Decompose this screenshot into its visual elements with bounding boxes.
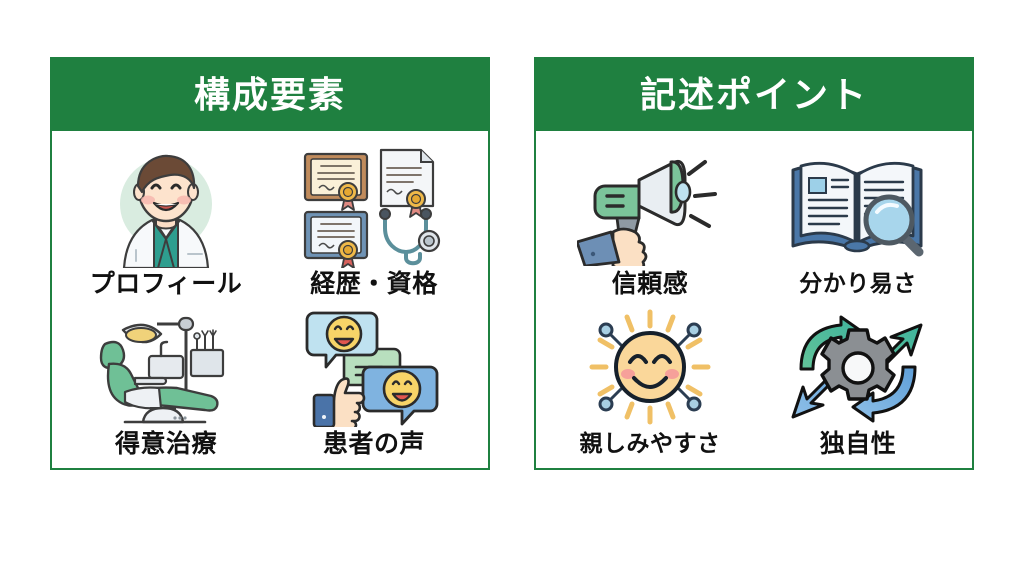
speech-bubbles-thumbsup-icon [299, 305, 449, 429]
item-label: 独自性 [819, 429, 897, 458]
panel-header-writing-points: 記述ポイント [536, 59, 972, 133]
panel-title: 構成要素 [193, 74, 346, 115]
item-label: 信頼感 [611, 270, 689, 298]
certificates-stethoscope-icon [299, 145, 449, 269]
panel-writing-points: 記述ポイント [534, 57, 974, 470]
item-label: 親しみやすさ [579, 429, 721, 456]
doctor-profile-icon [91, 145, 241, 269]
item-clarity[interactable]: 分かり易さ [754, 139, 962, 299]
open-book-magnifier-icon [783, 145, 933, 269]
item-profile[interactable]: プロフィール [62, 139, 270, 299]
panel-body-writing-points: 信頼感 [536, 133, 972, 468]
item-trust[interactable]: 信頼感 [546, 139, 754, 299]
item-friendliness[interactable]: 親しみやすさ [546, 299, 754, 459]
item-label: 得意治療 [114, 429, 217, 458]
panel-header-composition-elements: 構成要素 [52, 59, 488, 133]
dental-chair-icon [91, 305, 241, 429]
item-label: 患者の声 [322, 429, 425, 458]
smiling-sun-icon [575, 305, 725, 429]
item-label: 経歴・資格 [310, 270, 438, 298]
item-specialty-treatment[interactable]: 得意治療 [62, 299, 270, 459]
item-label: 分かり易さ [799, 270, 917, 296]
item-label: プロフィール [89, 270, 243, 298]
item-career-qualifications[interactable]: 経歴・資格 [270, 139, 478, 299]
panel-composition-elements: 構成要素 [50, 57, 490, 470]
megaphone-hand-icon [575, 145, 725, 269]
panel-title: 記述ポイント [639, 74, 868, 115]
panel-body-composition-elements: プロフィール [52, 133, 488, 468]
item-originality[interactable]: 独自性 [754, 299, 962, 459]
gear-arrows-icon [783, 305, 933, 429]
item-patient-voice[interactable]: 患者の声 [270, 299, 478, 459]
